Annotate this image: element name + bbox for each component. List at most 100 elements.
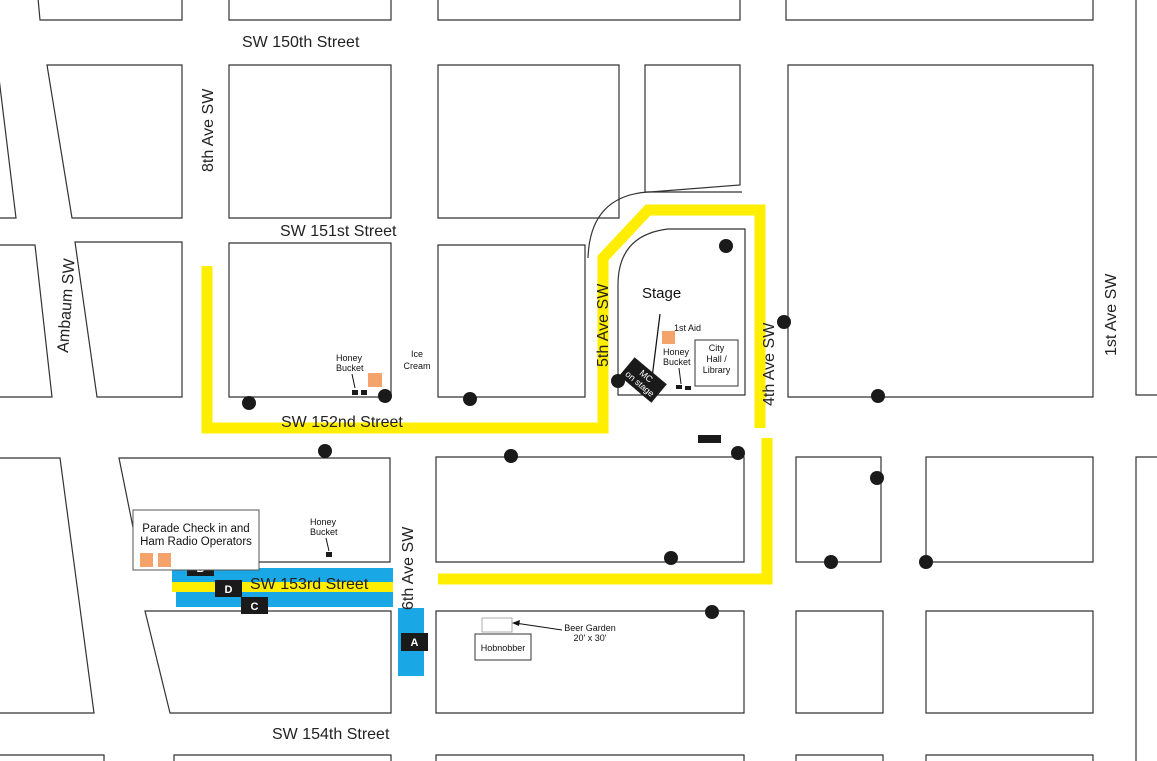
staging-band (172, 568, 393, 582)
mc-stage-badge: MC on stage (619, 357, 667, 403)
staging-a-badge (401, 633, 428, 651)
block (795, 610, 884, 714)
first-aid-label: 1st Aid (674, 323, 701, 333)
ice-cream-label: Ice (411, 349, 423, 359)
staging-c-label: C (251, 601, 259, 613)
parade-checkin-label: Ham Radio Operators (140, 536, 252, 548)
parade-checkin-box (132, 509, 260, 571)
marker-dot (870, 471, 884, 485)
hobnobber-building (474, 633, 532, 661)
first-aid-icon (662, 331, 675, 344)
first-aid-icon (140, 553, 153, 567)
block (228, 242, 392, 398)
beer-garden-label: 20' x 30' (574, 633, 607, 643)
honey-bucket-icon (326, 552, 332, 557)
marker-dot (504, 449, 518, 463)
marker-dot (871, 389, 885, 403)
honey-bucket-icon (685, 386, 691, 390)
beer-garden-arrow (514, 622, 563, 631)
street-sw-153rd: SW 153rd Street (250, 576, 369, 593)
city-hall-label: Library (703, 365, 731, 375)
marker-dot (719, 239, 733, 253)
honey-bucket-153rd: Honey Bucket (310, 517, 338, 557)
street-sw-150th: SW 150th Street (242, 34, 360, 51)
block (46, 64, 183, 219)
block (228, 0, 392, 21)
city-hall-label: City (709, 343, 725, 353)
block (785, 0, 1094, 21)
honey-bucket-label: Bucket (310, 527, 338, 537)
block (173, 754, 392, 761)
block (0, 81, 17, 219)
block (925, 754, 1094, 761)
honey-bucket-icon (352, 390, 358, 395)
stage-pointer (651, 313, 661, 379)
marker-dot (731, 446, 745, 460)
block (795, 754, 884, 761)
block (37, 0, 183, 21)
curb-curve (587, 191, 742, 259)
block (925, 610, 1094, 714)
honey-bucket-pointer (325, 537, 330, 552)
block (437, 244, 586, 398)
first-aid-icon (158, 553, 171, 567)
beer-garden: Beer Garden 20' x 30' Hobnobber (474, 617, 616, 661)
block (925, 456, 1094, 563)
hobnobber-label: Hobnobber (481, 643, 526, 653)
block (787, 64, 1094, 398)
staging-d-badge (215, 580, 242, 597)
street-sw-151st: SW 151st Street (280, 223, 397, 240)
honey-bucket-152nd: Honey Bucket (336, 353, 382, 395)
block (435, 754, 745, 761)
marker-dot (378, 389, 392, 403)
street-sw-154th: SW 154th Street (272, 726, 390, 743)
beer-garden-label: Beer Garden (564, 623, 616, 633)
parade-checkin: Parade Check in and Ham Radio Operators (132, 509, 260, 571)
block (644, 64, 741, 193)
block (0, 457, 95, 714)
block (74, 241, 183, 398)
parade-route (201, 204, 773, 585)
staging-band (172, 582, 393, 592)
staging-c-badge (241, 597, 268, 614)
honey-bucket-label: Honey (336, 353, 363, 363)
parade-checkin-label: Parade Check in and (142, 523, 249, 535)
stage-label: Stage (642, 285, 681, 302)
block (1135, 0, 1157, 396)
street-5th-ave: 5th Ave SW (595, 283, 612, 367)
ice-cream-label: Cream (403, 361, 430, 371)
honey-bucket-label: Bucket (336, 363, 364, 373)
block (1135, 456, 1157, 761)
beer-garden-arrowhead (512, 620, 520, 626)
honey-bucket-label: Bucket (663, 357, 691, 367)
street-sw-152nd: SW 152nd Street (281, 414, 403, 431)
marker-dot (664, 551, 678, 565)
street-6th-ave: 6th Ave SW (400, 526, 417, 610)
staging-band (176, 592, 393, 607)
city-hall-building (694, 339, 739, 387)
staging-a-label: A (411, 637, 419, 649)
street-labels: SW 150th Street SW 151st Street SW 152nd… (55, 34, 1120, 743)
block (795, 456, 882, 563)
city-hall-label: Hall / (706, 354, 727, 364)
barricade-marker (698, 435, 721, 443)
marker-dot (705, 605, 719, 619)
honey-bucket-label: Honey (310, 517, 337, 527)
street-4th-ave: 4th Ave SW (761, 322, 778, 406)
parade-route-line (438, 438, 773, 585)
block (435, 456, 745, 563)
honey-bucket-icon (361, 390, 367, 395)
marker-dot (777, 315, 791, 329)
marker-dot (919, 555, 933, 569)
mc-stage-badge-bg (619, 357, 667, 403)
marker-dot (463, 392, 477, 406)
block (437, 0, 741, 21)
marker-dot (242, 396, 256, 410)
block (0, 754, 105, 761)
markers (242, 239, 933, 619)
marker-dot (318, 444, 332, 458)
honey-bucket-icon (676, 385, 682, 389)
